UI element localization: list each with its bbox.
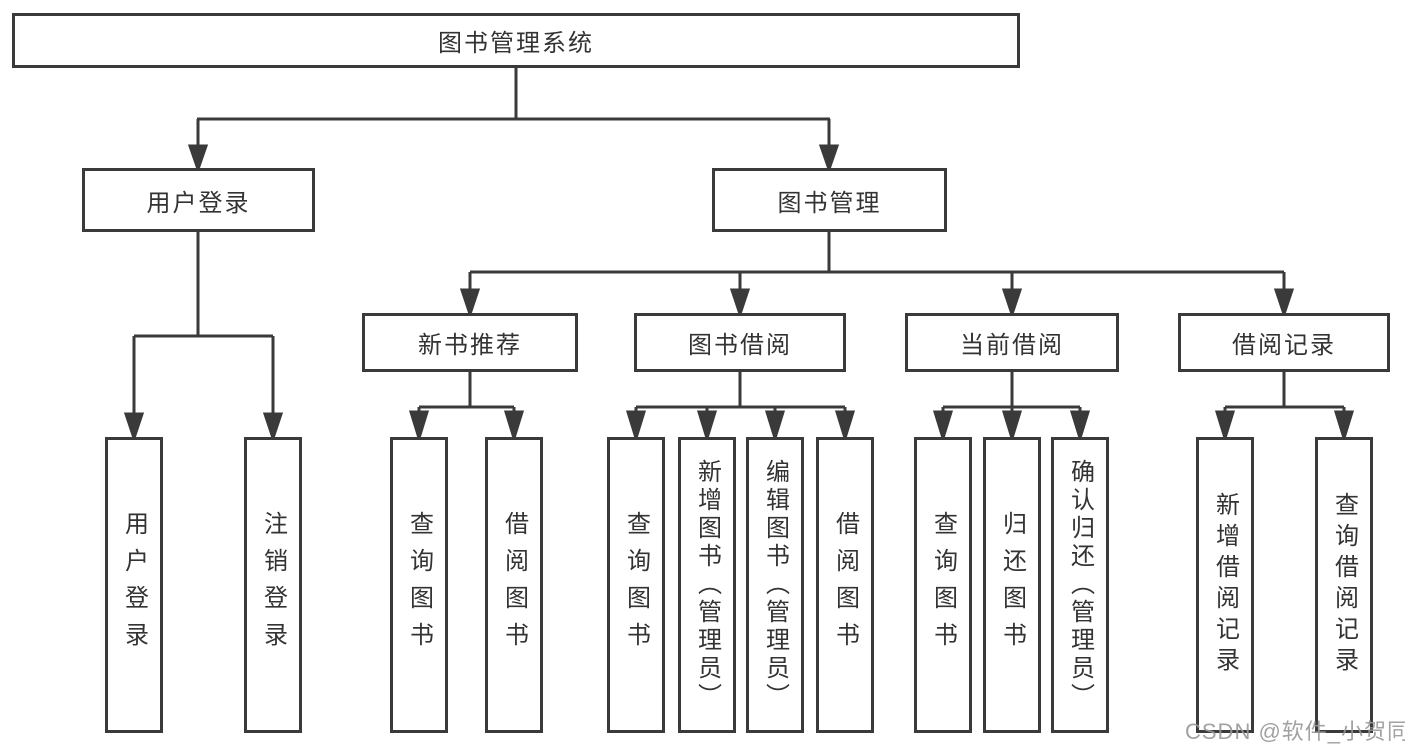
node-leaf-add-borrow-record: 新增借阅记录 <box>1196 437 1254 733</box>
node-user-login: 用户登录 <box>82 168 315 232</box>
node-borrow-records: 借阅记录 <box>1178 313 1390 372</box>
node-book-management: 图书管理 <box>712 168 947 232</box>
node-leaf-add-books-admin: 新增图书（管理员） <box>678 437 736 733</box>
node-leaf-query-books-1: 查询图书 <box>390 437 448 733</box>
node-leaf-return-books: 归还图书 <box>983 437 1041 733</box>
connector-newbooks-to-leaves <box>408 372 525 444</box>
node-leaf-borrow-books-2: 借阅图书 <box>816 437 874 733</box>
node-leaf-user-login: 用户登录 <box>105 437 163 733</box>
node-root-system: 图书管理系统 <box>12 13 1020 68</box>
node-leaf-logout: 注销登录 <box>244 437 302 733</box>
node-leaf-query-books-2: 查询图书 <box>607 437 665 733</box>
connector-current-to-leaves <box>932 372 1091 444</box>
node-book-borrow: 图书借阅 <box>634 313 846 372</box>
connector-root-to-level2 <box>187 68 840 174</box>
node-leaf-query-books-3: 查询图书 <box>914 437 972 733</box>
node-current-borrow: 当前借阅 <box>905 313 1119 372</box>
node-leaf-query-borrow-record: 查询借阅记录 <box>1315 437 1373 733</box>
connector-records-to-leaves <box>1214 372 1355 444</box>
node-leaf-confirm-return: 确认归还（管理员） <box>1051 437 1109 733</box>
connector-borrow-to-leaves <box>625 372 856 444</box>
connector-userlogin-to-leaves <box>123 232 284 443</box>
node-new-book-recommend: 新书推荐 <box>362 313 578 372</box>
csdn-watermark: CSDN @软件_小贺同学 <box>1185 719 1405 744</box>
node-leaf-edit-books-admin: 编辑图书（管理员） <box>746 437 804 733</box>
node-leaf-borrow-books-1: 借阅图书 <box>485 437 543 733</box>
connector-bookmgmt-to-level3 <box>459 232 1295 319</box>
